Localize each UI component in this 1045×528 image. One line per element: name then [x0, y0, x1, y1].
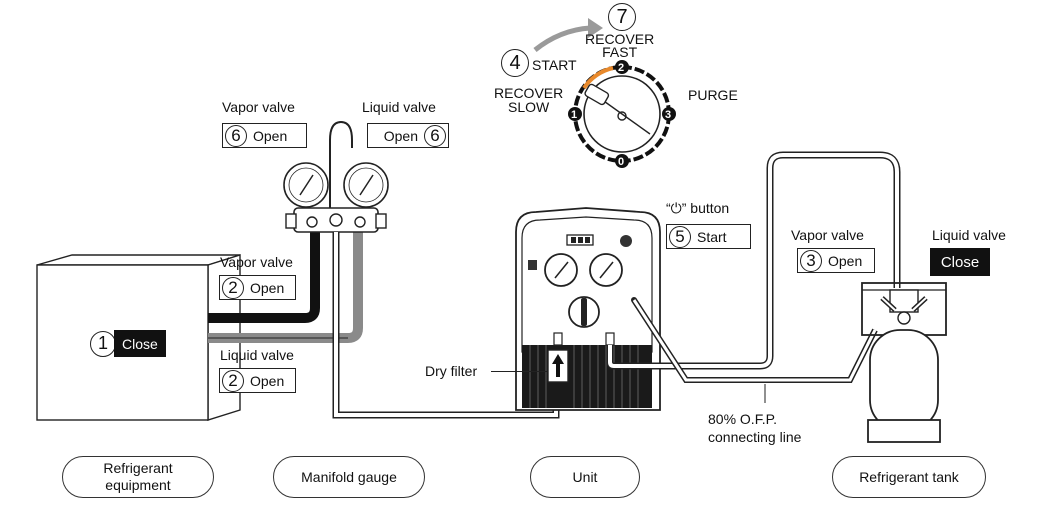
recover-fast-label: RECOVER FAST — [585, 31, 655, 60]
step-2-number-liquid: 2 — [222, 369, 244, 392]
step-3-number: 3 — [800, 249, 822, 272]
ofp-line-label: 80% O.F.P. connecting line — [708, 411, 802, 445]
dry-filter-label: Dry filter — [425, 363, 478, 379]
tank-vapor-valve-label: Vapor valve — [791, 227, 864, 243]
manifold-gauge — [283, 120, 389, 233]
dry-filter-leader — [491, 371, 547, 372]
dial-position-1: 1 — [571, 109, 578, 121]
caption-unit: Unit — [530, 456, 640, 498]
step-6-number-liquid: 6 — [424, 124, 446, 147]
vapor-mid-state: Open — [250, 279, 285, 296]
liquid-mid-state: Open — [250, 372, 285, 389]
equipment-close-tag: 1 Close — [90, 330, 176, 357]
power-button-caption: “⏻” button — [666, 200, 730, 216]
tank-liquid-valve-label: Liquid valve — [932, 227, 1006, 243]
tank-liquid-close-tag: Close — [930, 248, 990, 276]
equipment-hoses — [208, 232, 363, 343]
dial-position-0: 0 — [618, 156, 625, 168]
vapor-valve-top-label: Vapor valve — [222, 99, 295, 115]
liquid-valve-mid-tag: 2 Open — [219, 368, 296, 393]
liquid-valve-mid-label: Liquid valve — [220, 347, 294, 363]
step-6-number: 6 — [225, 124, 247, 147]
refrigerant-tank — [861, 282, 947, 443]
liquid-valve-top-label: Liquid valve — [362, 99, 436, 115]
caption-manifold-gauge: Manifold gauge — [273, 456, 425, 498]
vapor-valve-mid-label: Vapor valve — [220, 254, 293, 270]
recovery-unit — [515, 207, 661, 411]
vapor-valve-mid-tag: 2 Open — [219, 275, 296, 300]
step-5-number: 5 — [669, 225, 691, 248]
vapor-valve-top-tag: 6 Open — [222, 123, 307, 148]
step-7-number: 7 — [608, 3, 636, 31]
recover-slow-label: RECOVER SLOW — [494, 85, 564, 115]
step-2-number-vapor: 2 — [222, 276, 244, 299]
liquid-valve-top-tag: Open 6 — [367, 123, 449, 148]
step-4-number: 4 — [501, 49, 529, 77]
purge-label: PURGE — [688, 87, 738, 103]
power-start-tag: 5 Start — [666, 224, 751, 249]
dial-position-3: 3 — [665, 109, 672, 121]
tank-vapor-state: Open — [828, 252, 863, 269]
step-1-number: 1 — [90, 330, 116, 357]
power-start-label: Start — [697, 228, 727, 245]
start-label: START — [532, 57, 577, 73]
liquid-top-state: Open — [383, 127, 418, 144]
equipment-close-label: Close — [114, 330, 166, 357]
caption-refrigerant-equipment: Refrigerant equipment — [62, 456, 214, 498]
dial-position-2: 2 — [618, 62, 625, 74]
tank-vapor-valve-tag: 3 Open — [797, 248, 875, 273]
arrow-up-icon — [552, 354, 564, 377]
curved-arrow-icon — [533, 25, 591, 52]
caption-refrigerant-tank: Refrigerant tank — [832, 456, 986, 498]
vapor-top-state: Open — [253, 127, 288, 144]
mode-dial — [533, 18, 676, 168]
